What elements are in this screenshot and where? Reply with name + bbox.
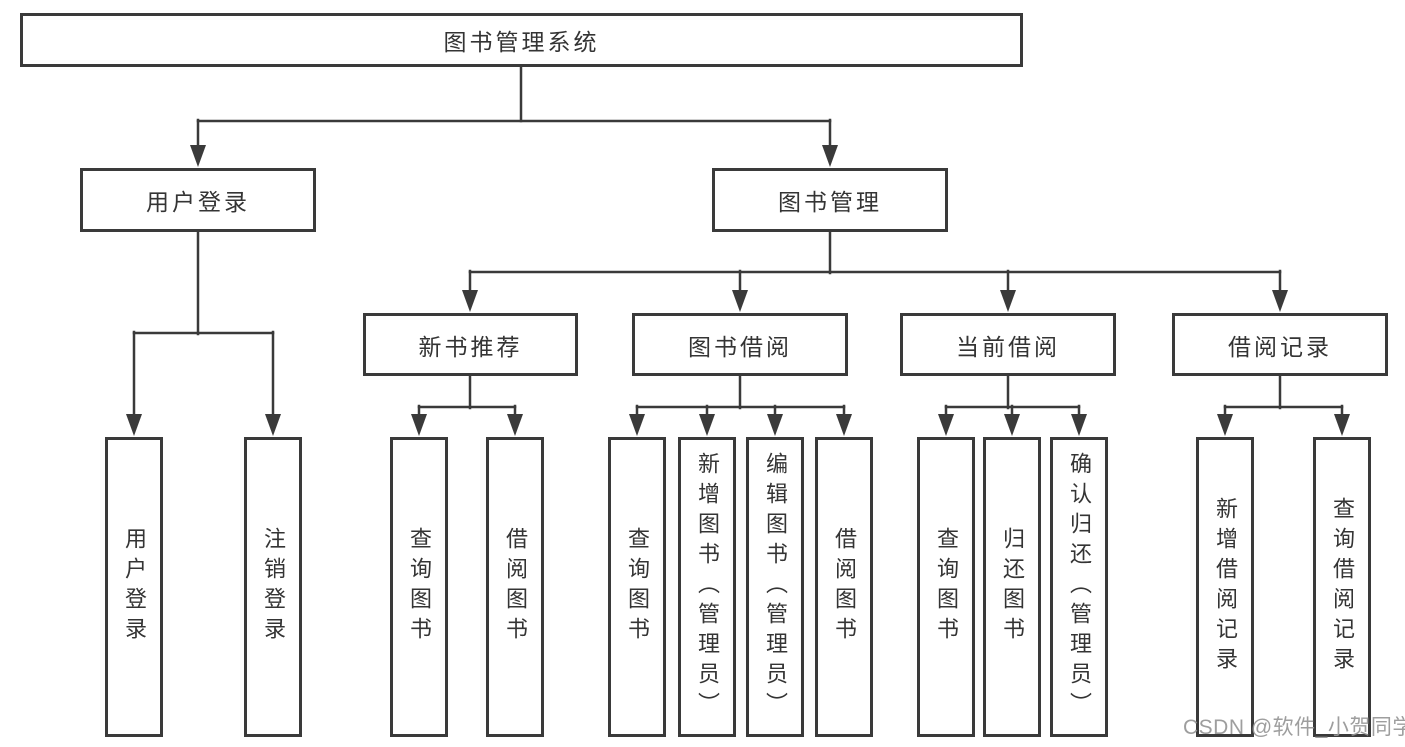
node-leaf-current-confirm-return-admin: 确认归还（管理员） (1050, 437, 1108, 737)
node-leaf-borrowing-add-books-admin: 新增图书（管理员） (678, 437, 736, 737)
node-leaf-borrowing-borrow-books: 借阅图书 (815, 437, 873, 737)
node-leaf-records-query-record: 查询借阅记录 (1313, 437, 1371, 737)
watermark-text: CSDN @软件_小贺同学 (1183, 716, 1405, 739)
node-leaf-logout: 注销登录 (244, 437, 302, 737)
node-leaf-borrowing-query-books: 查询图书 (608, 437, 666, 737)
node-borrowing-records: 借阅记录 (1172, 313, 1388, 376)
node-book-borrowing: 图书借阅 (632, 313, 848, 376)
node-current-borrowing: 当前借阅 (900, 313, 1116, 376)
node-leaf-current-return-books: 归还图书 (983, 437, 1041, 737)
node-book-management-system: 图书管理系统 (20, 13, 1023, 67)
node-user-login: 用户登录 (80, 168, 316, 232)
node-leaf-borrowing-edit-books-admin: 编辑图书（管理员） (746, 437, 804, 737)
node-leaf-newbooks-query-books: 查询图书 (390, 437, 448, 737)
node-leaf-current-query-books: 查询图书 (917, 437, 975, 737)
node-leaf-newbooks-borrow-books: 借阅图书 (486, 437, 544, 737)
node-new-book-recommend: 新书推荐 (363, 313, 578, 376)
node-leaf-records-add-record: 新增借阅记录 (1196, 437, 1254, 737)
node-leaf-user-login: 用户登录 (105, 437, 163, 737)
node-book-management: 图书管理 (712, 168, 948, 232)
